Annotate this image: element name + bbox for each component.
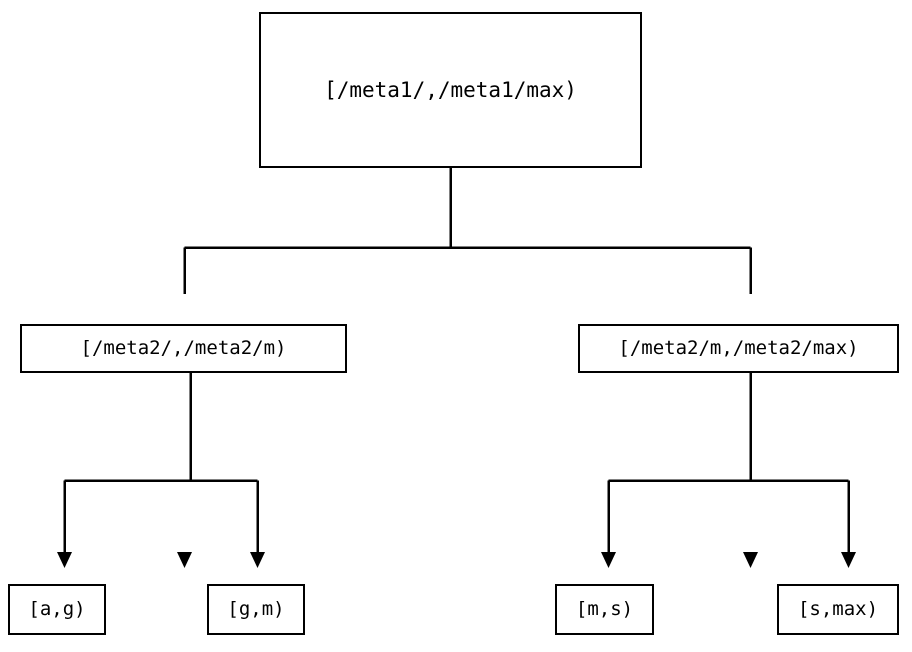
- arrowhead-leaf-gm: [250, 552, 265, 568]
- arrowhead-leaf-ag: [57, 552, 72, 568]
- arrowhead-leaf-smax: [841, 552, 856, 568]
- node-meta2-high[interactable]: [/meta2/m,/meta2/max): [578, 324, 899, 373]
- arrowhead-leaf-ms: [601, 552, 616, 568]
- node-leaf-gm[interactable]: [g,m): [207, 584, 305, 635]
- node-meta2-low-label: [/meta2/,/meta2/m): [80, 337, 287, 359]
- node-leaf-ms[interactable]: [m,s): [555, 584, 654, 635]
- node-meta2-high-label: [/meta2/m,/meta2/max): [618, 337, 859, 359]
- node-leaf-smax-label: [s,max): [797, 598, 879, 620]
- arrowhead-meta2-low: [177, 552, 192, 568]
- node-root-label: [/meta1/,/meta1/max): [324, 77, 577, 102]
- node-leaf-ag-label: [a,g): [28, 598, 86, 620]
- arrowhead-meta2-high: [743, 552, 758, 568]
- node-leaf-ms-label: [m,s): [575, 598, 634, 620]
- node-leaf-smax[interactable]: [s,max): [777, 584, 899, 635]
- node-meta2-low[interactable]: [/meta2/,/meta2/m): [20, 324, 347, 373]
- node-leaf-ag[interactable]: [a,g): [8, 584, 106, 635]
- node-leaf-gm-label: [g,m): [227, 598, 285, 620]
- node-root[interactable]: [/meta1/,/meta1/max): [259, 12, 642, 168]
